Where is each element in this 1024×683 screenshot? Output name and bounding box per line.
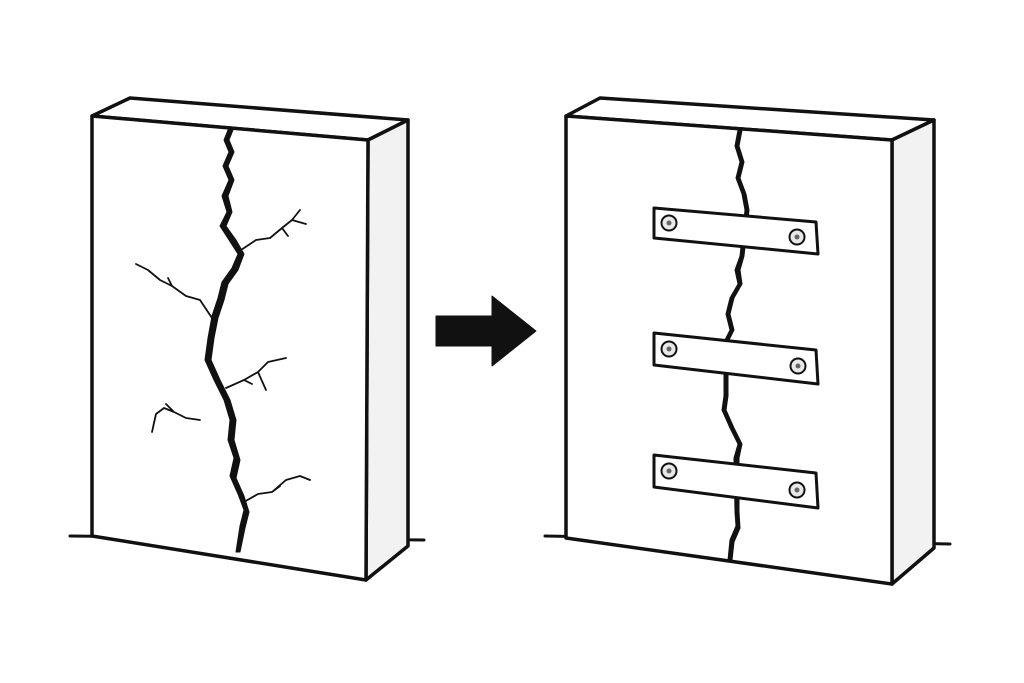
crack-branch-middle-right: [225, 357, 287, 391]
left-wall-side-face: [364, 118, 410, 582]
bolt-center: [666, 468, 672, 474]
crack-branch-lower-right: [243, 475, 311, 503]
brace-plate: [652, 206, 820, 256]
main-crack: [204, 129, 250, 553]
branch-cracks: [135, 209, 311, 503]
brace-plates: [652, 206, 820, 510]
brace-plate: [652, 331, 820, 386]
crack-branch-upper-right: [237, 209, 307, 253]
cracked-wall-panel: [68, 96, 426, 582]
brace-plate-middle: [652, 331, 820, 386]
brace-plate-top: [652, 206, 820, 256]
bolt-center: [794, 487, 800, 493]
bolt-center: [794, 234, 800, 240]
bolt-center: [666, 346, 672, 352]
repaired-wall-panel: [543, 96, 952, 586]
bolt-center: [666, 220, 672, 226]
brace-plate-bottom: [652, 453, 820, 510]
crack-branch-small-left: [151, 403, 201, 433]
right-arrow-icon: [435, 295, 537, 367]
left-wall-front-face: [90, 114, 370, 582]
right-wall-side-face: [890, 118, 936, 586]
brace-plate: [652, 453, 820, 510]
crack-branch-left: [135, 263, 213, 319]
bolt-center: [795, 363, 801, 369]
